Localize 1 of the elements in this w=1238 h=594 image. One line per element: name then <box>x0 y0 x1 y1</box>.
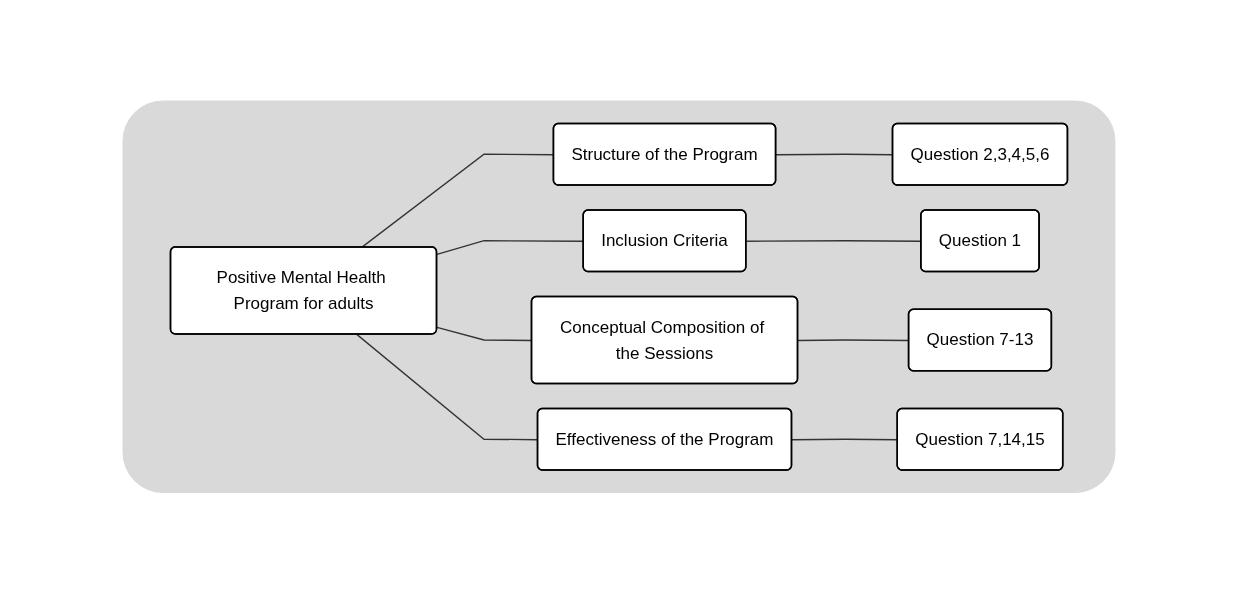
cluster <box>122 100 1116 494</box>
